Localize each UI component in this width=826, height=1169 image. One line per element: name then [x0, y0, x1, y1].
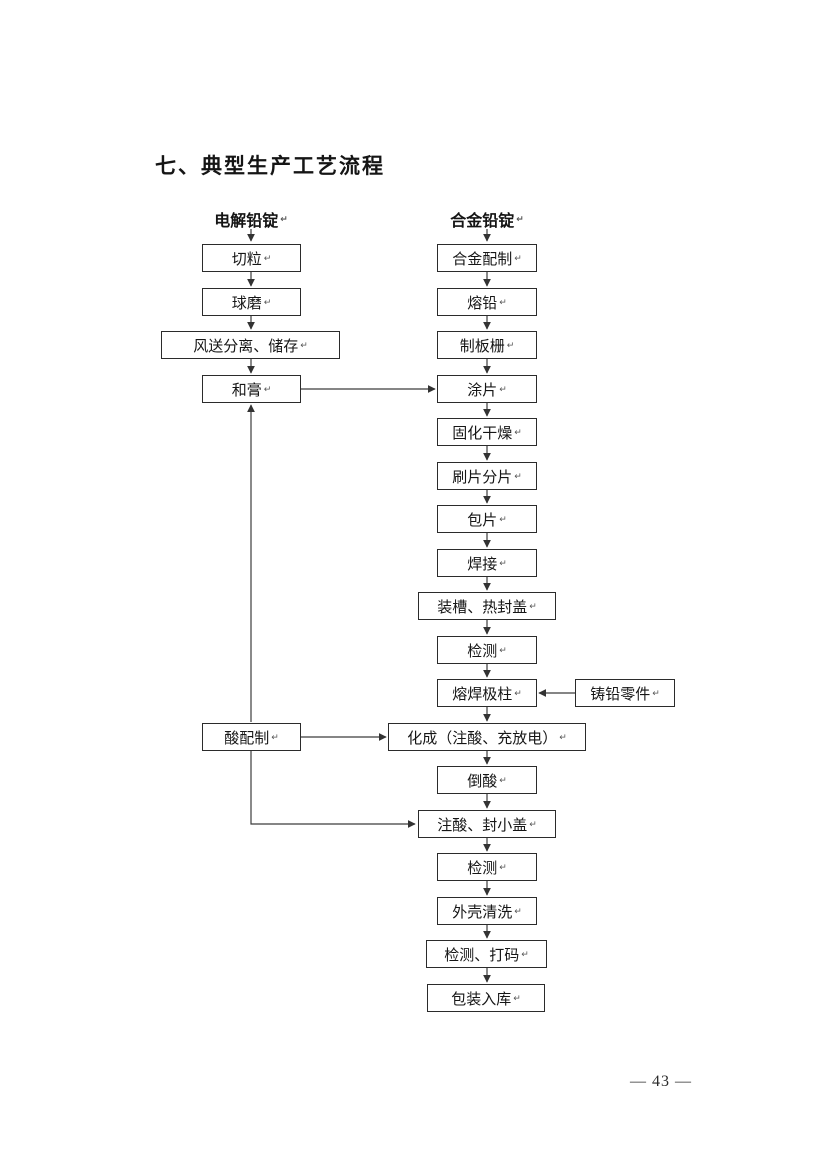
node-label: 刷片分片	[452, 469, 513, 486]
node-label: 倒酸	[467, 773, 498, 790]
return-mark-icon: ↵	[514, 428, 522, 438]
section-title: 七、典型生产工艺流程	[155, 155, 385, 178]
node-label: 合金配制	[452, 251, 513, 268]
node-label: 酸配制	[224, 730, 270, 747]
node-label: 球磨	[231, 295, 262, 312]
node-acid-preparation: 酸配制↵	[202, 723, 301, 751]
page-number: — 43 —	[630, 1073, 692, 1090]
return-mark-icon: ↵	[263, 385, 272, 395]
node-plate-brushing-parting: 刷片分片↵	[437, 462, 537, 490]
node-label: 检测	[467, 643, 498, 660]
arrow-acid-preparation-to-acid-filling	[250, 751, 416, 828]
node-label: 涂片	[467, 382, 498, 399]
return-mark-icon: ↵	[516, 215, 524, 225]
return-mark-icon: ↵	[529, 820, 537, 830]
node-label: 检测、打码	[444, 947, 520, 964]
node-label: 焊接	[467, 556, 498, 573]
node-acid-filling-cap-sealing: 注酸、封小盖↵	[418, 810, 556, 838]
node-label: 切粒	[231, 251, 262, 268]
node-ball-milling: 球磨↵	[202, 288, 301, 316]
node-label: 风送分离、储存	[193, 338, 299, 355]
node-welding: 焊接↵	[437, 549, 537, 577]
return-mark-icon: ↵	[513, 994, 521, 1004]
node-label: 注酸、封小盖	[437, 817, 528, 834]
node-curing-drying: 固化干燥↵	[437, 418, 537, 446]
node-testing-2: 检测↵	[437, 853, 537, 881]
node-case-cleaning: 外壳清洗↵	[437, 897, 537, 925]
node-acid-dumping: 倒酸↵	[437, 766, 537, 794]
node-grid-making: 制板栅↵	[437, 331, 537, 359]
node-cast-lead-parts: 铸铅零件↵	[575, 679, 675, 707]
return-mark-icon: ↵	[499, 776, 507, 786]
return-mark-icon: ↵	[514, 254, 522, 264]
node-formation: 化成（注酸、充放电）↵	[388, 723, 586, 751]
node-label: 熔焊极柱	[452, 686, 513, 703]
return-mark-icon: ↵	[263, 298, 272, 308]
node-testing-coding: 检测、打码↵	[426, 940, 547, 968]
node-label: 装槽、热封盖	[437, 599, 528, 616]
node-plate-wrapping: 包片↵	[437, 505, 537, 533]
node-label: 和膏	[231, 382, 262, 399]
return-mark-icon: ↵	[652, 689, 660, 699]
column-header-label: 电解铅锭	[214, 213, 279, 230]
node-granulating: 切粒↵	[202, 244, 301, 272]
return-mark-icon: ↵	[521, 950, 529, 960]
return-mark-icon: ↵	[499, 385, 507, 395]
return-mark-icon: ↵	[263, 254, 272, 264]
node-label: 外壳清洗	[452, 904, 513, 921]
node-label: 铸铅零件	[590, 686, 651, 703]
node-label: 固化干燥	[452, 425, 513, 442]
node-label: 包片	[467, 512, 498, 529]
return-mark-icon: ↵	[271, 733, 279, 743]
node-plate-pasting: 涂片↵	[437, 375, 537, 403]
return-mark-icon: ↵	[514, 472, 522, 482]
return-mark-icon: ↵	[499, 646, 507, 656]
column-header-label: 合金铅锭	[450, 213, 515, 230]
node-terminal-post-welding: 熔焊极柱↵	[437, 679, 537, 707]
return-mark-icon: ↵	[499, 298, 507, 308]
return-mark-icon: ↵	[499, 863, 507, 873]
return-mark-icon: ↵	[559, 733, 567, 743]
return-mark-icon: ↵	[280, 215, 288, 225]
return-mark-icon: ↵	[300, 341, 308, 351]
node-testing-1: 检测↵	[437, 636, 537, 664]
node-label: 检测	[467, 860, 498, 877]
return-mark-icon: ↵	[506, 341, 515, 351]
node-air-separation-storage: 风送分离、储存↵	[161, 331, 340, 359]
return-mark-icon: ↵	[529, 602, 537, 612]
node-label: 熔铅	[467, 295, 498, 312]
node-label: 包装入库	[451, 991, 512, 1008]
return-mark-icon: ↵	[514, 689, 522, 699]
return-mark-icon: ↵	[499, 515, 507, 525]
node-alloy-preparation: 合金配制↵	[437, 244, 537, 272]
node-label: 化成（注酸、充放电）	[407, 730, 558, 747]
node-paste-mixing: 和膏↵	[202, 375, 301, 403]
node-label: 制板栅	[459, 338, 505, 355]
column-header-electrolytic-lead-ingot: 电解铅锭↵	[196, 209, 306, 230]
column-header-alloy-lead-ingot: 合金铅锭↵	[432, 209, 542, 230]
node-lead-melting: 熔铅↵	[437, 288, 537, 316]
node-assembly-heat-sealing: 装槽、热封盖↵	[418, 592, 556, 620]
return-mark-icon: ↵	[499, 559, 507, 569]
return-mark-icon: ↵	[514, 907, 522, 917]
node-packaging-warehousing: 包装入库↵	[427, 984, 545, 1012]
